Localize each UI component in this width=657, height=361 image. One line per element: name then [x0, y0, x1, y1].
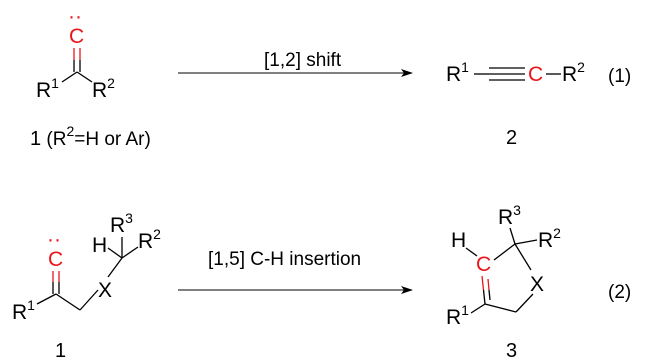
bond-ch2-c	[484, 303, 517, 313]
ring-double-bond-lower	[482, 289, 486, 305]
bond-to-h	[107, 247, 123, 259]
reactant-1-label-2: 1	[55, 340, 66, 361]
product-substituent-r3: R3	[498, 202, 521, 229]
substituent-r1: R1	[36, 75, 59, 102]
product-substituent-r1: R1	[446, 59, 469, 86]
product-substituent-r2: R2	[538, 225, 561, 252]
chain-bond-3	[107, 257, 123, 278]
bond-cq-x	[514, 243, 532, 271]
substituent-r2: R2	[92, 75, 115, 102]
arrow-2-label: [1,5] C-H insertion	[208, 249, 361, 270]
reaction-1: ·· C R1 R2 1 (R2=H or Ar) [1,2] shift	[30, 5, 631, 150]
carbene-lone-pair: ··	[68, 5, 82, 28]
reactant-1-chain: ·· C X H R3 R2 R1	[12, 210, 161, 324]
product-2-alkyne: R1 C R2	[446, 59, 585, 86]
bond-to-r2	[76, 71, 93, 83]
product-hydrogen: H	[451, 229, 466, 252]
product-3-cyclopentene: H C R3 R2 X	[446, 202, 561, 329]
product-substituent-r1-2: R1	[446, 302, 469, 329]
bond-h-c	[465, 247, 478, 257]
product-3-label: 3	[506, 340, 517, 361]
ring-double-bond-inner-upper	[487, 278, 490, 291]
product-carbon: C	[528, 63, 543, 86]
substituent-r3: R3	[110, 210, 133, 237]
arrow-1-label: [1,2] shift	[264, 50, 342, 71]
equation-number-1: (1)	[608, 66, 631, 87]
substituent-r1-2: R1	[12, 297, 35, 324]
reactant-1-vinylidene: ·· C R1 R2	[36, 5, 115, 102]
product-substituent-r2: R2	[562, 59, 585, 86]
ring-double-bond-inner-lower	[488, 289, 491, 301]
bond-to-r1-3	[470, 303, 486, 314]
chain-bond-2	[79, 289, 99, 311]
product-carbon-2: C	[476, 253, 491, 276]
equation-number-2: (2)	[608, 282, 631, 303]
carbene-carbon: C	[69, 25, 84, 48]
carbene-lone-pair-2: ··	[47, 228, 61, 251]
bond-to-r1-2	[36, 293, 57, 305]
bond-to-r2-2	[121, 246, 139, 259]
substituent-r2-2: R2	[138, 226, 161, 253]
heteroatom-x: X	[98, 279, 112, 302]
reactant-1-label: 1 (R2=H or Ar)	[30, 123, 151, 150]
carbene-carbon-2: C	[48, 248, 63, 271]
bond-x-ch2	[515, 293, 534, 313]
reaction-2: ·· C X H R3 R2 R1 1	[12, 202, 631, 361]
bond-to-r3-2	[509, 227, 516, 245]
chain-bond-1	[55, 293, 81, 311]
bond-to-r1	[61, 71, 78, 83]
hydrogen-atom: H	[92, 234, 107, 257]
ring-double-bond-upper	[481, 275, 485, 291]
bond-c-cq	[493, 243, 516, 261]
bond-to-r2-3	[514, 239, 538, 245]
product-2-label: 2	[506, 127, 517, 149]
product-heteroatom-x: X	[530, 273, 544, 296]
